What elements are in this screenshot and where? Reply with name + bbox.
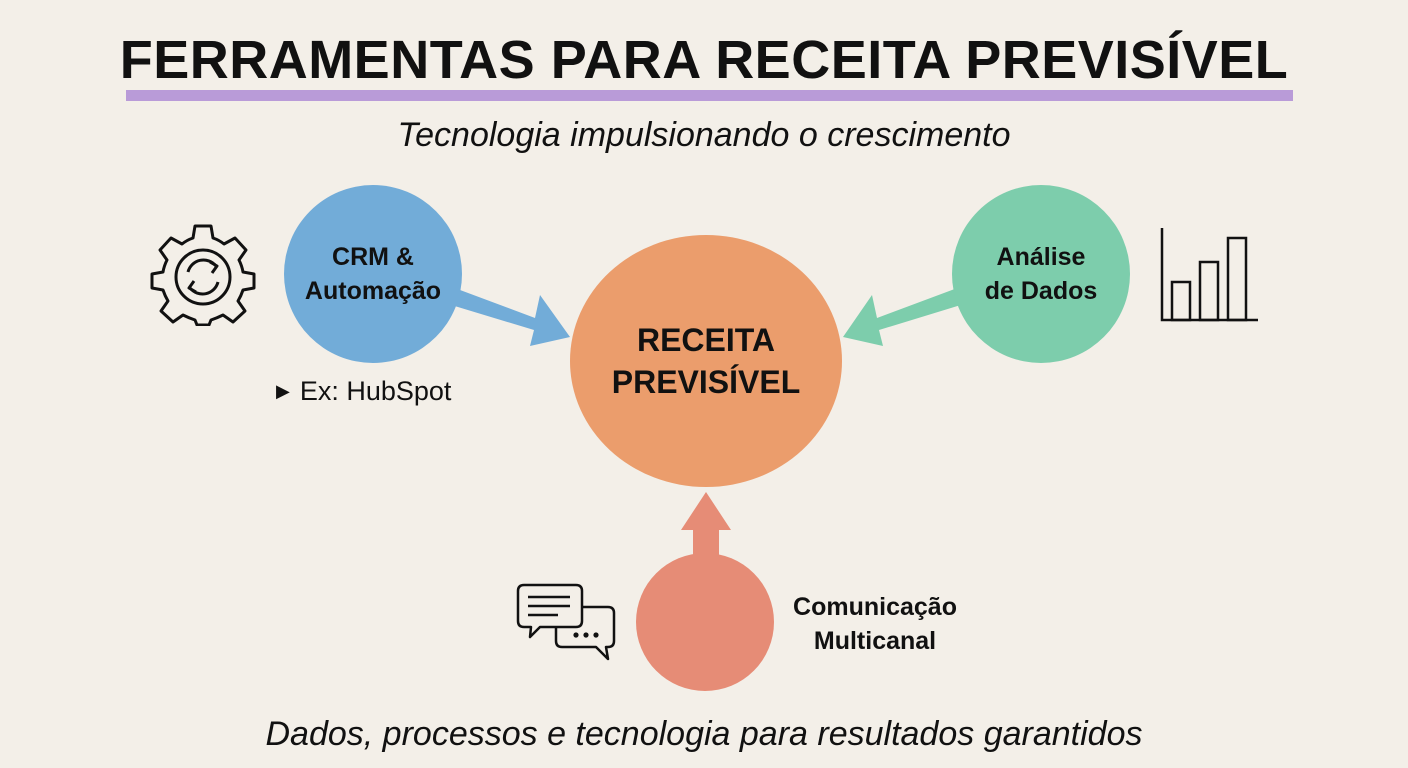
chat-bubbles-icon [516,583,616,661]
node-receita-previsivel: RECEITA PREVISÍVEL [570,235,842,487]
node-center-line2: PREVISÍVEL [611,364,801,400]
page-footer: Dados, processos e tecnologia para resul… [265,715,1143,753]
arrow-comm-to-center [681,492,731,560]
node-data-line2: de Dados [984,277,1098,305]
page-subtitle: Tecnologia impulsionando o crescimento [397,116,1011,154]
crm-example: ▶ Ex: HubSpot [276,374,451,408]
crm-example-text: Ex: HubSpot [299,376,452,406]
node-data-line1: Análise [996,243,1086,271]
node-crm-line1: CRM & [332,243,414,271]
node-comm-line1: Comunicação [793,593,957,621]
node-crm-line2: Automação [304,277,442,305]
play-triangle-icon: ▶ [276,381,290,401]
node-crm-automacao: CRM & Automação [284,185,462,363]
bar-chart-icon [1160,228,1258,322]
node-center-line1: RECEITA [636,322,776,358]
gear-icon [150,224,256,326]
arrow-data-to-center [843,287,964,346]
node-analise-de-dados: Análise de Dados [952,185,1130,363]
page-title: FERRAMENTAS PARA RECEITA PREVISÍVEL [119,30,1289,90]
title-underline [126,90,1293,101]
arrow-crm-to-center [448,287,570,346]
node-comm-line2: Multicanal [813,627,937,655]
node-comm-label: Comunicação Multicanal [770,590,980,658]
node-comunicacao-multicanal [636,553,774,691]
